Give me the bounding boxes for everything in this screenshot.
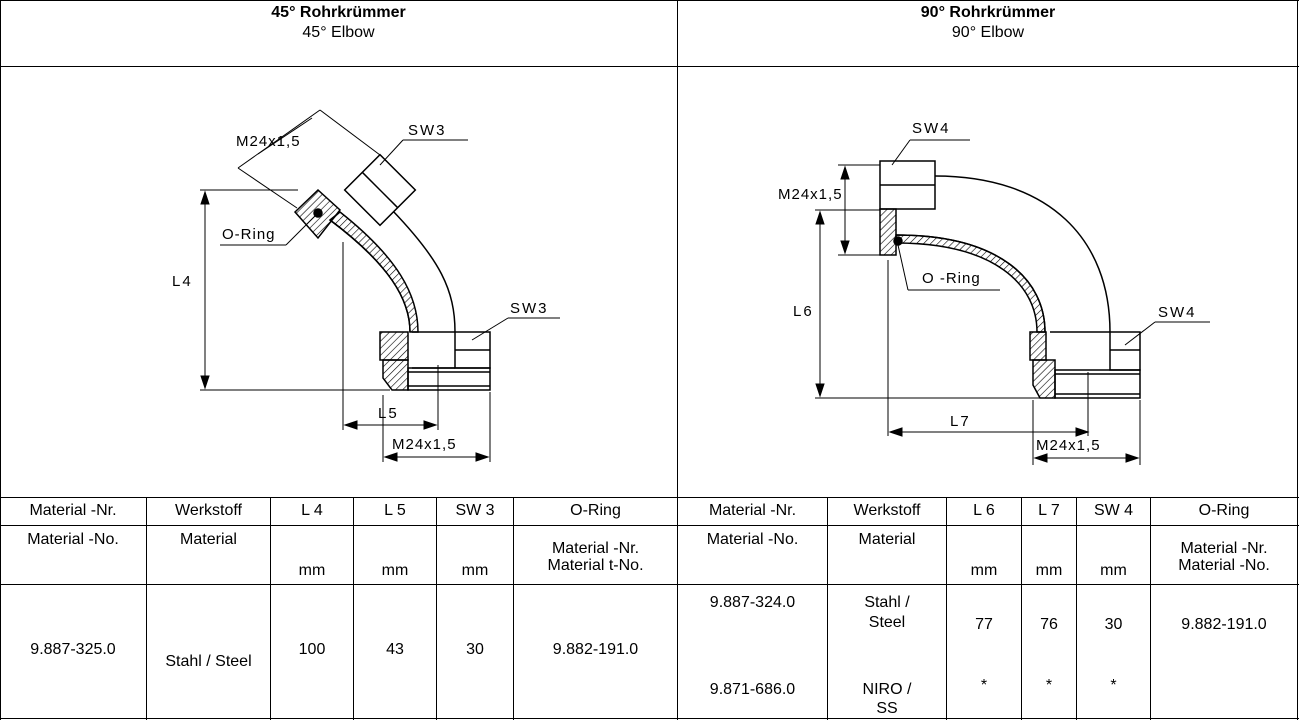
title-divider — [0, 66, 1299, 67]
col-line — [353, 497, 354, 720]
left-row-oring: 9.882-191.0 — [552, 641, 639, 658]
header-divider-2 — [0, 584, 1299, 585]
left-row-werkstoff: Stahl / Steel — [165, 653, 252, 670]
dim-thread-top-left: M24x1,5 — [236, 133, 301, 150]
right-unit-l7: mm — [1035, 562, 1063, 579]
left-header-oring: O-Ring — [570, 502, 621, 519]
col-line — [1021, 497, 1022, 720]
right-row2-werkstoff: NIRO / SS — [862, 681, 912, 717]
left-unit-sw: mm — [461, 562, 489, 579]
left-header-oring-no: Material t-No. — [547, 557, 644, 574]
dim-l7: L7 — [950, 413, 971, 430]
right-row1-werkstoff: Stahl / Steel — [864, 594, 910, 631]
left-header-material-nr: Material -Nr. — [29, 502, 117, 519]
right-unit-l6: mm — [970, 562, 998, 579]
left-row-l5: 43 — [386, 641, 404, 658]
frame-right — [1297, 0, 1298, 720]
left-unit-l5: mm — [381, 562, 409, 579]
col-line — [436, 497, 437, 720]
right-row2-sw: * — [1110, 677, 1117, 694]
right-header-sw: SW 4 — [1093, 502, 1134, 519]
frame-bottom — [0, 718, 1299, 719]
drawing-divider — [0, 497, 1299, 498]
col-line — [270, 497, 271, 720]
col-line — [827, 497, 828, 720]
elbow-45-drawing — [200, 109, 560, 462]
left-header-material: Material — [180, 531, 237, 548]
col-line — [513, 497, 514, 720]
right-row1-material-nr: 9.887-324.0 — [709, 594, 796, 611]
right-header-l6: L 6 — [973, 502, 995, 519]
left-header-oring-nr: Material -Nr. — [551, 540, 640, 557]
frame-left — [0, 0, 1, 720]
left-header-l4: L 4 — [301, 502, 323, 519]
right-row1-l7: 76 — [1040, 616, 1058, 633]
col-line — [146, 497, 147, 720]
left-row-sw: 30 — [466, 641, 484, 658]
right-header-oring: O-Ring — [1198, 502, 1250, 519]
col-line — [1150, 497, 1151, 720]
right-title-de: 90° Rohrkrümmer — [920, 4, 1056, 21]
right-title-en: 90° Elbow — [951, 24, 1025, 41]
center-divider — [677, 0, 678, 720]
right-header-material-nr: Material -Nr. — [708, 502, 797, 519]
left-header-sw: SW 3 — [455, 502, 495, 519]
left-row-l4: 100 — [298, 641, 326, 658]
right-row2-l7: * — [1045, 677, 1053, 694]
col-line — [946, 497, 947, 720]
right-row1-l6: 77 — [975, 616, 993, 633]
label-oring-right: O -Ring — [922, 270, 981, 287]
left-title-de: 45° Rohrkrümmer — [271, 4, 406, 21]
left-header-material-no: Material -No. — [27, 531, 119, 548]
dim-l5: L5 — [378, 405, 399, 422]
right-row2-l6: * — [980, 677, 988, 694]
dim-thread-top-right: M24x1,5 — [778, 186, 843, 203]
label-oring-left: O-Ring — [222, 226, 276, 243]
right-row2-material-nr: 9.871-686.0 — [709, 681, 796, 698]
col-line — [1076, 497, 1077, 720]
right-row1-sw: 30 — [1104, 616, 1123, 633]
dim-l6: L6 — [793, 303, 814, 320]
dim-thread-bottom-right: M24x1,5 — [1036, 437, 1101, 454]
left-header-l5: L 5 — [384, 502, 406, 519]
dim-sw-bottom-right: SW4 — [1158, 304, 1197, 321]
right-unit-sw: mm — [1100, 562, 1127, 579]
dim-sw-bottom-left: SW3 — [510, 300, 549, 317]
left-title-en: 45° Elbow — [302, 24, 375, 41]
right-header-oring-nr: Material -Nr. — [1180, 540, 1268, 557]
elbow-90-drawing — [815, 139, 1210, 465]
dim-sw-top-left: SW3 — [408, 122, 447, 139]
frame-top — [0, 0, 1299, 1]
dim-thread-bottom-left: M24x1,5 — [392, 436, 457, 453]
right-header-material: Material — [858, 531, 916, 548]
right-header-oring-no: Material -No. — [1178, 557, 1270, 574]
left-unit-l4: mm — [298, 562, 326, 579]
dim-sw-top-right: SW4 — [912, 120, 951, 137]
right-header-werkstoff: Werkstoff — [853, 502, 921, 519]
left-header-werkstoff: Werkstoff — [175, 502, 242, 519]
right-header-material-no: Material -No. — [706, 531, 799, 548]
left-row-material-nr: 9.887-325.0 — [30, 641, 116, 658]
header-divider-1 — [0, 525, 1299, 526]
right-header-l7: L 7 — [1038, 502, 1060, 519]
right-row1-oring: 9.882-191.0 — [1181, 616, 1267, 633]
dim-l4: L4 — [172, 273, 193, 290]
